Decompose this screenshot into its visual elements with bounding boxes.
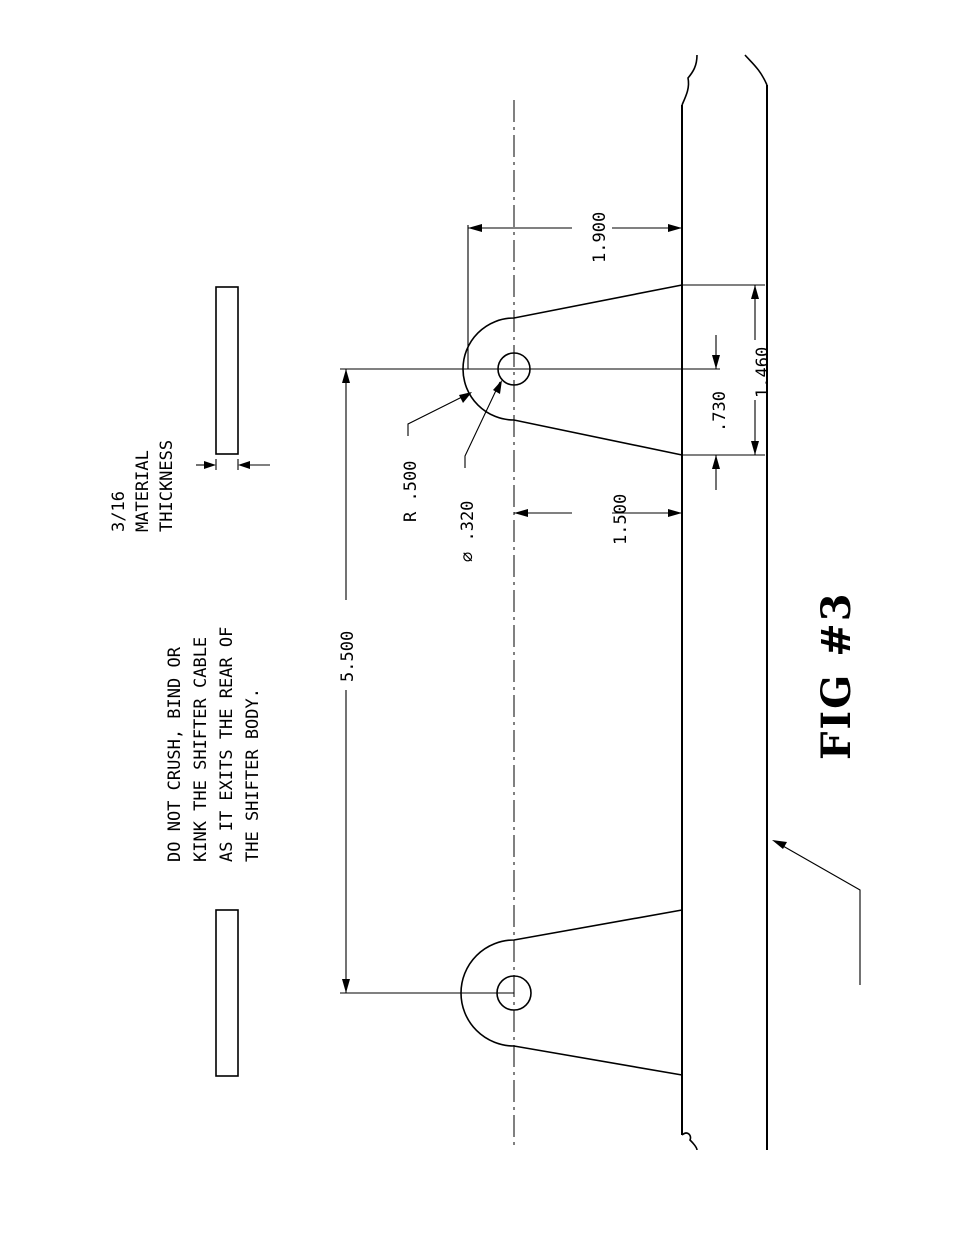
leader-radius bbox=[408, 392, 472, 436]
dim-half-width-label: .730 bbox=[710, 391, 730, 432]
figure-label: FIG #3 bbox=[813, 591, 860, 760]
dim-hole-diameter-label: ⌀ .320 bbox=[458, 501, 478, 562]
dim-radius-label: R .500 bbox=[401, 461, 421, 522]
svg-text:THICKNESS: THICKNESS bbox=[157, 440, 177, 532]
dim-spacing-label: 5.500 bbox=[338, 631, 358, 682]
svg-text:KINK THE SHIFTER CABLE: KINK THE SHIFTER CABLE bbox=[191, 637, 211, 862]
thickness-note: 3/16 MATERIAL THICKNESS bbox=[109, 440, 177, 532]
dim-hole-height-label: 1.500 bbox=[611, 494, 631, 545]
dim-height-to-edge bbox=[468, 224, 682, 369]
dim-half-width bbox=[514, 335, 720, 490]
dim-hole-height bbox=[514, 509, 682, 517]
svg-text:3/16: 3/16 bbox=[109, 491, 129, 532]
svg-text:AS IT EXITS THE REAR OF: AS IT EXITS THE REAR OF bbox=[217, 627, 237, 862]
dim-spacing bbox=[340, 369, 514, 993]
dim-height-to-edge-label: 1.900 bbox=[590, 212, 610, 263]
svg-text:DO NOT CRUSH, BIND OR: DO NOT CRUSH, BIND OR bbox=[165, 646, 185, 862]
note-text: DO NOT CRUSH, BIND OR KINK THE SHIFTER C… bbox=[165, 627, 263, 862]
svg-text:MATERIAL: MATERIAL bbox=[133, 450, 153, 532]
tab-upper bbox=[463, 285, 682, 455]
base-plate bbox=[682, 55, 767, 1150]
leader-base bbox=[772, 840, 860, 985]
svg-text:THE SHIFTER BODY.: THE SHIFTER BODY. bbox=[243, 688, 263, 862]
dim-width-base-label: 1.460 bbox=[753, 347, 773, 398]
